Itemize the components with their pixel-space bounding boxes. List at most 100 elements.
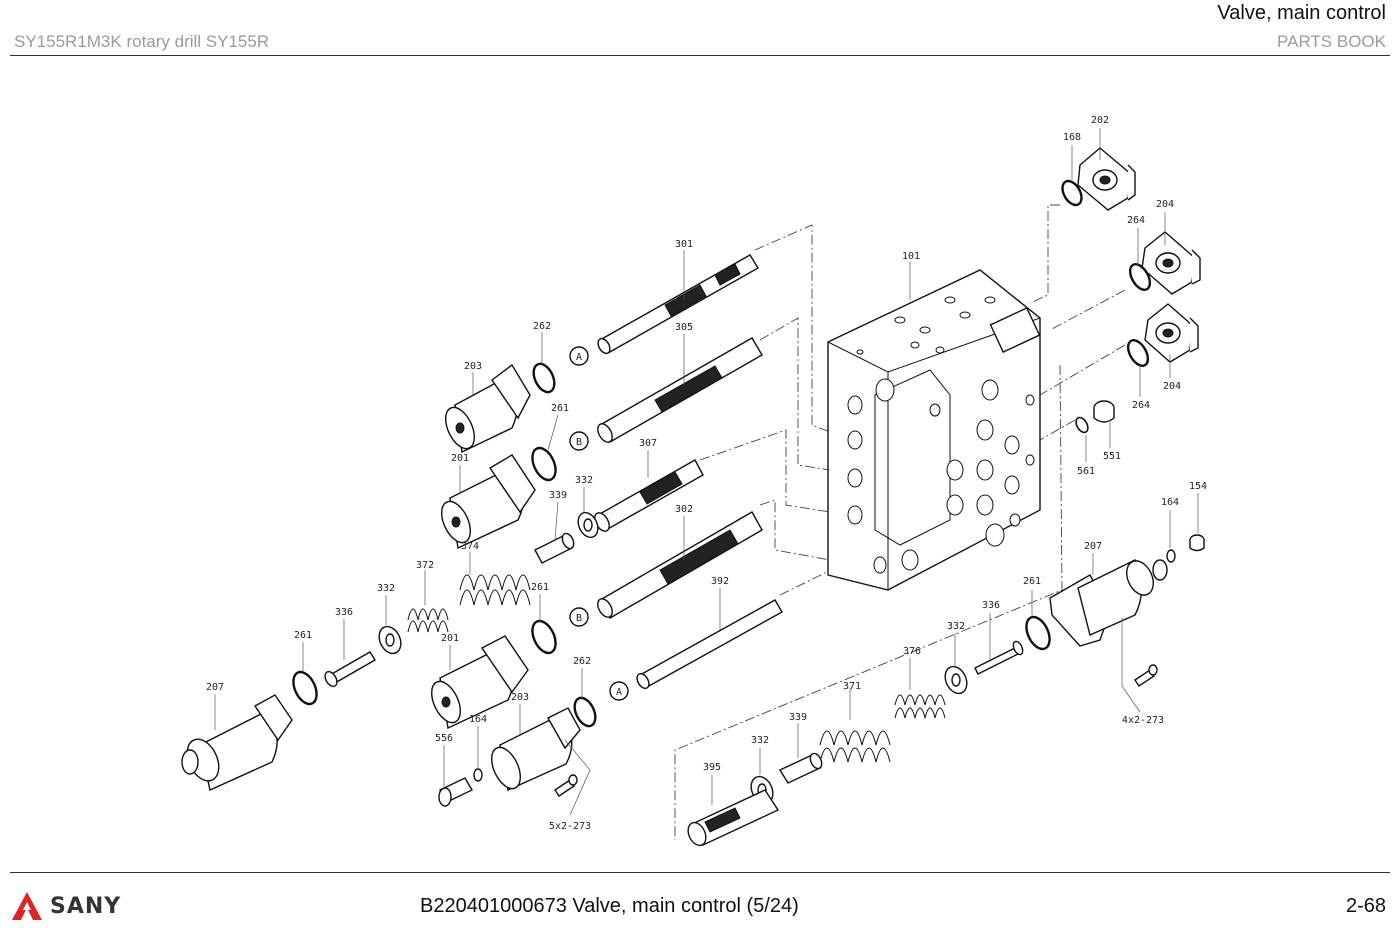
spring-374 [459,574,531,606]
bolts-4x2-273 [1134,664,1158,687]
part-label: 101 [902,251,920,262]
part-label: 332 [575,475,593,486]
leader-lines [214,128,1199,816]
plug-556 [438,777,473,807]
spring-371 [819,730,891,763]
exploded-parts-diagram: A B B A [181,115,1207,847]
part-label: 392 [711,576,729,587]
callout-b-lower: B [569,607,589,627]
o-ring-264-lower [1126,339,1150,367]
part-label: 4x2-273 [1122,715,1164,726]
callout-b-upper: B [569,431,589,451]
cap-203-lower [490,707,581,792]
svg-text:B: B [576,613,582,624]
part-label: 305 [675,322,693,333]
spring-372 [407,608,449,633]
bolts-5x2-273 [554,774,578,797]
spool-392 [636,599,783,690]
valve-body-101 [827,269,1041,591]
part-label: 261 [294,630,312,641]
part-label: 371 [843,681,861,692]
part-label: 395 [703,762,721,773]
brand-name: SANY [50,893,122,919]
part-label: 154 [1189,481,1207,492]
part-label: 203 [511,692,529,703]
sany-logo: SANY [10,890,121,922]
part-label: 262 [533,321,551,332]
o-ring-561 [1075,416,1089,434]
cover-204-lower [1144,303,1199,363]
part-label: 204 [1156,199,1174,210]
page-number: 2-68 [1345,895,1386,917]
part-label: 207 [1084,541,1102,552]
part-label: 264 [1132,400,1150,411]
spool-305 [597,337,763,443]
spring-376 [894,694,946,719]
part-label: 201 [451,453,469,464]
cap-203-upper [444,363,531,454]
cap-207-left [181,694,293,791]
o-ring-261-lower [531,619,557,655]
part-label: 164 [1161,497,1179,508]
plug-154 [1189,534,1205,552]
part-label: 302 [675,504,693,515]
washer-332-left [378,625,402,655]
footer-rule [10,872,1390,873]
o-ring-262-lower [573,696,597,728]
part-label: 556 [435,733,453,744]
part-label: 332 [377,583,395,594]
plug-551 [1093,400,1115,423]
part-label: 264 [1127,215,1145,226]
cover-202 [1077,147,1136,211]
assembly-guide-lines [674,204,1126,840]
part-label: 5x2-273 [549,821,591,832]
header-rule [10,55,1390,56]
callout-a-lower: A [609,681,629,701]
bolt-336-left [324,651,376,688]
part-label: 204 [1163,381,1181,392]
o-ring-264-upper [1128,263,1152,291]
part-label: 201 [441,633,459,644]
part-label: 336 [335,607,353,618]
o-ring-261-left [292,670,318,706]
svg-text:A: A [576,352,582,363]
part-label: 203 [464,361,482,372]
o-ring-262-upper [532,362,556,394]
part-label: 261 [531,582,549,593]
part-label: 339 [549,490,567,501]
bolt-336-right [974,640,1024,675]
part-label: 262 [573,656,591,667]
part-label: 202 [1091,115,1109,126]
part-labels: 202 168 204 264 101 204 264 551 561 154 … [206,115,1207,832]
cap-201-lower [430,635,529,730]
washer-332-mid [577,511,599,539]
svg-text:B: B [576,437,582,448]
part-label: 551 [1103,451,1121,462]
o-ring-164-right [1166,549,1176,563]
o-ring-261-right [1025,615,1051,651]
part-label: 376 [903,646,921,657]
o-ring-168 [1061,179,1083,207]
spool-301 [597,254,759,355]
part-label: 336 [982,600,1000,611]
sany-logo-icon [12,892,42,920]
part-label: 561 [1077,466,1095,477]
part-label: 261 [551,403,569,414]
o-ring-164-left [473,768,483,782]
stopper-339-right [778,752,823,784]
part-label: 372 [416,560,434,571]
drawing-caption: B220401000673 Valve, main control (5/24) [420,895,799,917]
washer-332-right [944,665,968,695]
callout-a-upper: A [569,346,589,366]
spool-307 [594,459,704,532]
part-label: 301 [675,239,693,250]
cap-207-right [1049,559,1168,647]
page-title: Valve, main control [1217,2,1386,24]
svg-text:A: A [616,687,622,698]
part-label: 339 [789,712,807,723]
part-label: 207 [206,682,224,693]
model-name: SY155R1M3K rotary drill SY155R [14,32,270,51]
part-label: 332 [947,621,965,632]
part-label: 261 [1023,576,1041,587]
part-label: 168 [1063,132,1081,143]
